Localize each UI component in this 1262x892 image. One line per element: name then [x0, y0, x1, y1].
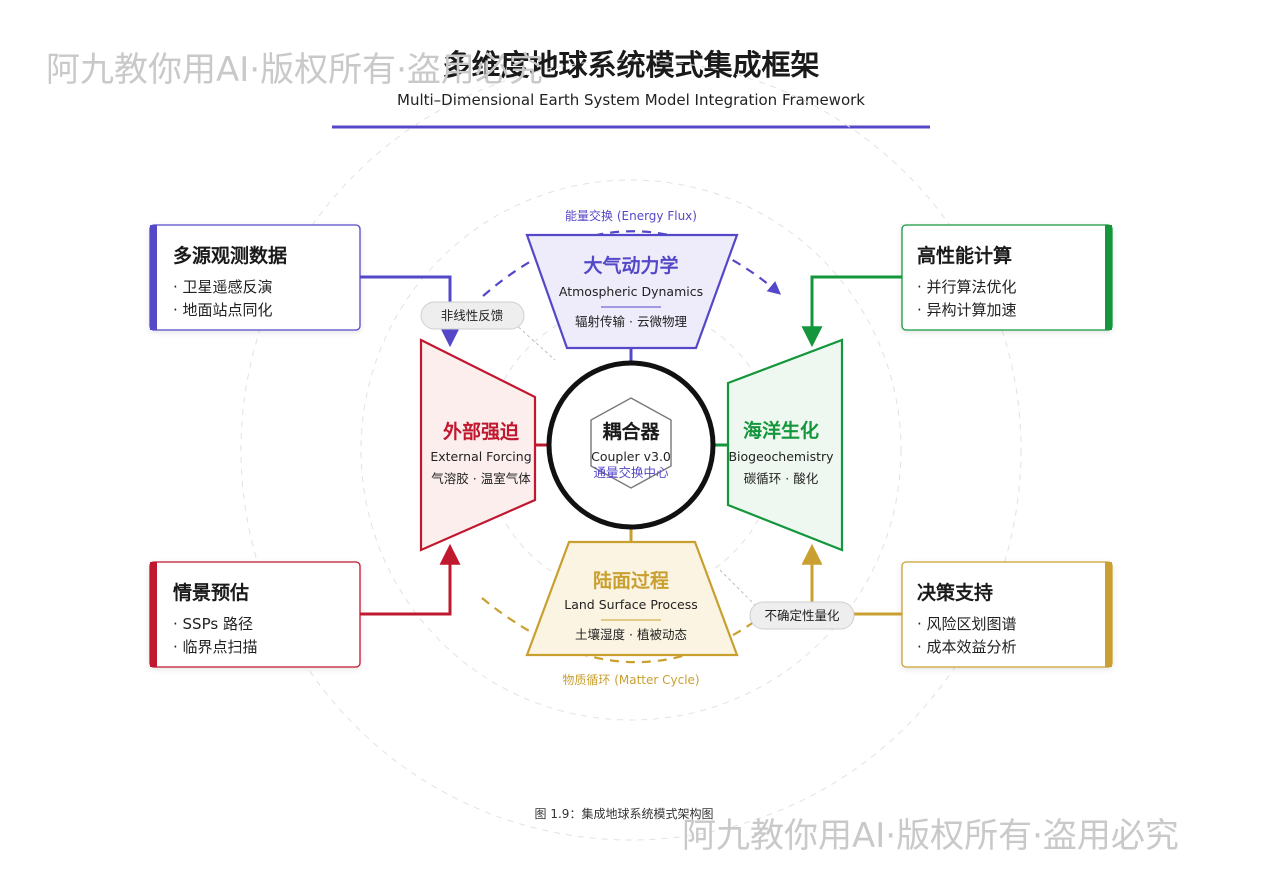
forcing-title: 外部强迫: [443, 420, 519, 443]
atmosphere-title: 大气动力学: [583, 254, 678, 277]
scenario-item-2: · 临界点扫描: [173, 638, 258, 656]
energy-flux-arc: [482, 230, 782, 297]
module-atmosphere[interactable]: 大气动力学 Atmospheric Dynamics 辐射传输 · 云微物理: [525, 233, 739, 350]
land-title: 陆面过程: [593, 569, 669, 592]
hpc-item-1: · 并行算法优化: [917, 278, 1017, 296]
coupler-title: 耦合器: [602, 420, 660, 443]
panel-decision[interactable]: 决策支持 · 风险区划图谱 · 成本效益分析: [901, 561, 1113, 668]
scenario-arrow: [360, 543, 461, 616]
scenario-title: 情景预估: [173, 581, 249, 604]
land-subtitle: Land Surface Process: [564, 597, 697, 612]
hpc-arrow: [801, 275, 902, 348]
scenario-item-1: · SSPs 路径: [173, 615, 253, 633]
ocean-title: 海洋生化: [743, 419, 819, 442]
ocean-subtitle: Biogeochemistry: [728, 449, 834, 464]
decision-item-1: · 风险区划图谱: [917, 615, 1017, 633]
observation-item-2: · 地面站点同化: [173, 301, 273, 319]
figure-caption: 图 1.9：集成地球系统模式架构图: [535, 806, 714, 821]
uncertainty-pill[interactable]: 不确定性量化: [749, 601, 855, 630]
panel-scenario[interactable]: 情景预估 · SSPs 路径 · 临界点扫描: [149, 561, 361, 668]
land-detail: 土壤湿度 · 植被动态: [575, 627, 687, 642]
atmosphere-subtitle: Atmospheric Dynamics: [559, 284, 703, 299]
decision-item-2: · 成本效益分析: [917, 638, 1017, 656]
panel-observation[interactable]: 多源观测数据 · 卫星遥感反演 · 地面站点同化: [149, 224, 361, 331]
matter-cycle-arc: [481, 597, 771, 664]
module-ocean[interactable]: 海洋生化 Biogeochemistry 碳循环 · 酸化: [726, 338, 844, 552]
nonlinear-feedback-pill[interactable]: 非线性反馈: [420, 301, 525, 330]
hexagon-icon: [590, 397, 672, 489]
energy-flux-label: 能量交换 (Energy Flux): [565, 208, 697, 223]
coupler-version: Coupler v3.0: [591, 449, 671, 464]
observation-title: 多源观测数据: [173, 244, 287, 267]
uncertainty-label: 不确定性量化: [764, 608, 840, 623]
watermark-bottom: 阿九教你用AI·版权所有·盗用必究: [682, 816, 1179, 856]
coupler-hub[interactable]: 耦合器 Coupler v3.0 通量交换中心: [546, 360, 716, 530]
nonlinear-feedback-label: 非线性反馈: [441, 308, 504, 323]
ocean-detail: 碳循环 · 酸化: [744, 471, 819, 486]
hpc-title: 高性能计算: [917, 244, 1012, 267]
matter-cycle-label: 物质循环 (Matter Cycle): [562, 673, 699, 687]
hpc-item-2: · 异构计算加速: [917, 301, 1017, 319]
panel-hpc[interactable]: 高性能计算 · 并行算法优化 · 异构计算加速: [901, 224, 1113, 331]
decision-title: 决策支持: [917, 581, 993, 604]
module-land[interactable]: 陆面过程 Land Surface Process 土壤湿度 · 植被动态: [525, 540, 739, 657]
module-forcing[interactable]: 外部强迫 External Forcing 气溶胶 · 温室气体: [419, 338, 537, 552]
observation-item-1: · 卫星遥感反演: [173, 278, 273, 296]
guide-lines: [504, 314, 766, 616]
coupler-subtitle: 通量交换中心: [593, 465, 669, 480]
forcing-subtitle: External Forcing: [430, 449, 531, 464]
watermark-top: 阿九教你用AI·版权所有·盗用必究: [46, 50, 543, 90]
page-subtitle: Multi–Dimensional Earth System Model Int…: [397, 91, 865, 109]
atmosphere-detail: 辐射传输 · 云微物理: [575, 314, 687, 329]
forcing-detail: 气溶胶 · 温室气体: [431, 471, 531, 486]
page-title: 多维度地球系统模式集成框架: [442, 48, 819, 82]
